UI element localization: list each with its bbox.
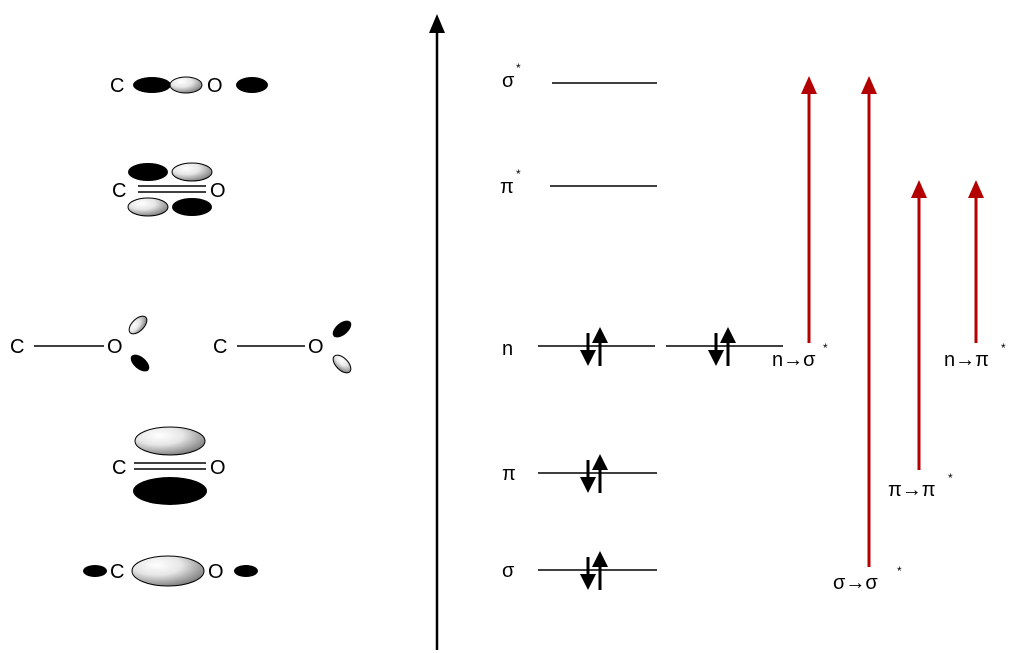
orbital-lobe <box>171 162 213 182</box>
sigma-orbital: C O <box>83 555 258 587</box>
arrow-pi-pi-star <box>911 180 927 470</box>
atom-label-oxygen: O <box>208 561 224 583</box>
sigma-star-orbital: C O <box>110 75 268 97</box>
lone-pair-lobe <box>130 354 150 372</box>
transition-arrowhead <box>801 76 817 94</box>
level-superscript: * <box>516 167 521 181</box>
atom-label-oxygen: O <box>210 180 226 202</box>
energy-axis-arrowhead <box>429 14 445 33</box>
n-orbital-left: C O <box>10 315 150 372</box>
pi-star-orbital: C O <box>112 162 226 217</box>
electron-spin-up-head <box>592 551 608 567</box>
pi-orbital: C O <box>112 426 226 505</box>
orbital-lobe <box>234 565 258 577</box>
electron-pair <box>708 327 736 366</box>
orbital-lobe <box>127 197 169 217</box>
electron-pair <box>580 454 608 493</box>
lone-pair-lobe <box>332 354 352 374</box>
electron-spin-down-head <box>580 350 596 366</box>
transition-superscript: * <box>948 471 953 485</box>
electron-pair <box>580 551 608 590</box>
electron-pair <box>580 327 608 366</box>
level-label-sigma: σ <box>502 560 515 582</box>
transition-arrowhead <box>968 180 984 198</box>
transition-label-n-pi-star: n→π <box>944 349 989 371</box>
transition-label-n-sigma-star: n→σ <box>772 349 816 371</box>
arrow-n-pi-star <box>968 180 984 343</box>
transition-arrows <box>801 76 984 567</box>
atom-label-carbon: C <box>112 180 126 202</box>
electron-spin-down-head <box>580 477 596 493</box>
electron-spin-up-head <box>720 327 736 343</box>
orbital-lobe <box>236 77 268 93</box>
lone-pair-lobe <box>332 320 352 338</box>
arrow-sigma-sigma-star <box>861 76 877 567</box>
orbital-lobe <box>133 77 171 93</box>
level-superscript: * <box>516 61 521 75</box>
transition-arrowhead <box>911 180 927 198</box>
level-label-pi-star: π <box>500 176 514 198</box>
orbital-lobe <box>128 163 168 181</box>
orbital-lobe <box>172 198 212 216</box>
transition-label-sigma-sigma-star: σ→σ <box>833 572 878 594</box>
orbital-lobe <box>131 555 205 587</box>
n-orbital-right: C O <box>213 320 352 374</box>
electron-spin-up-head <box>592 327 608 343</box>
level-label-pi: π <box>502 463 516 485</box>
atom-label-carbon: C <box>10 336 24 358</box>
atom-label-carbon: C <box>112 457 126 479</box>
level-label-sigma-star: σ <box>502 70 515 92</box>
atom-label-oxygen: O <box>308 336 324 358</box>
electron-spin-up-head <box>592 454 608 470</box>
transition-arrowhead <box>861 76 877 94</box>
transition-label-pi-pi-star: π→π <box>888 479 936 501</box>
electron-spin-down-head <box>580 574 596 590</box>
orbital-lobe <box>83 565 107 577</box>
atom-label-carbon: C <box>213 336 227 358</box>
atom-label-carbon: C <box>110 75 124 97</box>
atom-label-oxygen: O <box>207 75 223 97</box>
electron-spin-down-head <box>708 350 724 366</box>
orbital-lobe <box>133 477 207 505</box>
atom-label-carbon: C <box>110 561 124 583</box>
transition-superscript: * <box>897 564 902 578</box>
lone-pair-lobe <box>128 315 148 335</box>
atom-label-oxygen: O <box>210 457 226 479</box>
orbital-lobe <box>134 426 206 456</box>
orbital-lobe <box>169 76 203 94</box>
electron-pairs <box>580 327 736 590</box>
transition-superscript: * <box>1001 341 1006 355</box>
level-label-n: n <box>502 338 513 360</box>
arrow-n-sigma-star <box>801 76 817 343</box>
atom-label-oxygen: O <box>107 336 123 358</box>
transition-superscript: * <box>823 341 828 355</box>
